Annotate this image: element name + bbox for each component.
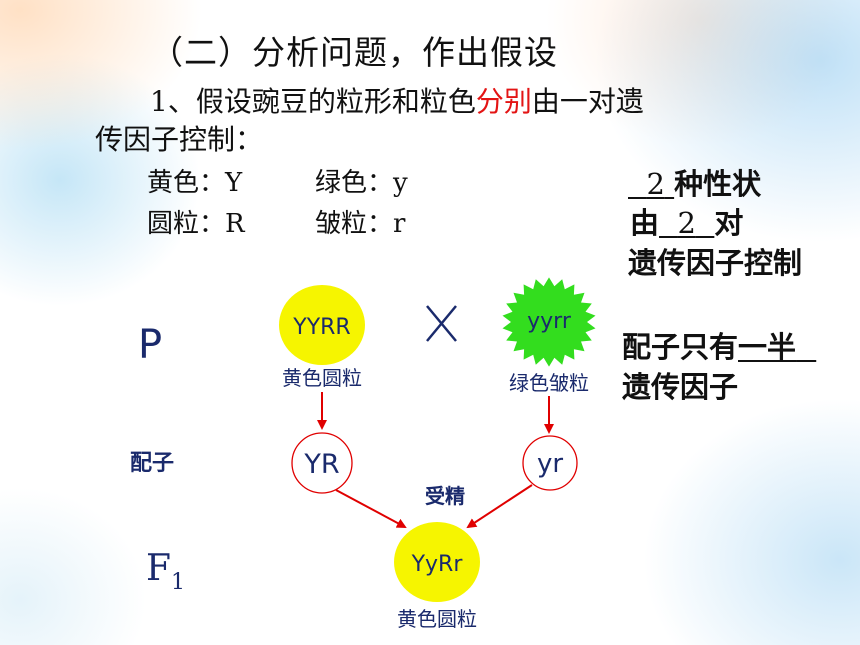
pairs-suffix: 对: [714, 206, 744, 240]
label-P: P: [138, 322, 162, 368]
gene-wrinkled: 皱粒：r: [315, 209, 406, 239]
traits-line-1: 2 种性状: [628, 161, 761, 203]
parent-right-genotype: yyrr: [527, 309, 572, 334]
hypothesis-line-1: 1、假设豌豆的粒形和粒色分别由一对遗: [150, 80, 644, 120]
arrow-left-gamete-to-offspring: [335, 489, 407, 528]
gene-green: 绿色：y: [315, 168, 408, 198]
parent-right-phenotype: 绿色皱粒: [509, 371, 589, 395]
offspring-circle: [394, 522, 480, 602]
traits-suffix: 种性状: [674, 167, 762, 201]
traits-line-2: 由 2 对: [630, 200, 743, 242]
offspring-genotype: YyRr: [411, 552, 464, 577]
label-F1: F1: [146, 548, 185, 595]
label-fertilization: 受精: [425, 484, 465, 508]
hypothesis-text-b: 由一对遗: [531, 85, 644, 118]
hypothesis-line-2: 传因子控制：: [95, 123, 264, 156]
gamete-right-genotype: yr: [537, 449, 563, 479]
label-gamete: 配子: [130, 450, 174, 476]
arrow-right-gamete-to-offspring: [466, 484, 533, 529]
section-heading: （二）分析问题，作出假设: [150, 33, 558, 72]
gene-yellow: 黄色：Y: [147, 168, 243, 198]
parent-left-phenotype: 黄色圆粒: [282, 366, 362, 390]
pairs-count: 2: [677, 206, 696, 240]
offspring-phenotype: 黄色圆粒: [397, 607, 477, 631]
gamete-left-genotype: YR: [303, 449, 339, 480]
gamete-note-blank: 一半: [738, 330, 797, 364]
traits-count: 2: [646, 167, 665, 201]
gene-round: 圆粒：R: [147, 209, 245, 239]
parent-right-burst: [502, 277, 596, 367]
gamete-note-line-1: 配子只有一半: [622, 324, 816, 366]
traits-line-3: 遗传因子控制: [628, 246, 803, 280]
traits-by: 由: [630, 206, 660, 240]
gamete-note-line-2: 遗传因子: [622, 370, 739, 404]
gamete-note-prefix: 配子只有: [622, 330, 739, 364]
hypothesis-highlight: 分别: [475, 85, 532, 118]
parent-left-circle: [279, 285, 365, 365]
parent-left-genotype: YYRR: [292, 315, 350, 340]
gamete-right-circle: [522, 435, 578, 491]
cross-symbol: [426, 305, 457, 342]
gamete-left-circle: [291, 432, 353, 494]
hypothesis-text-a: 1、假设豌豆的粒形和粒色: [150, 85, 476, 118]
